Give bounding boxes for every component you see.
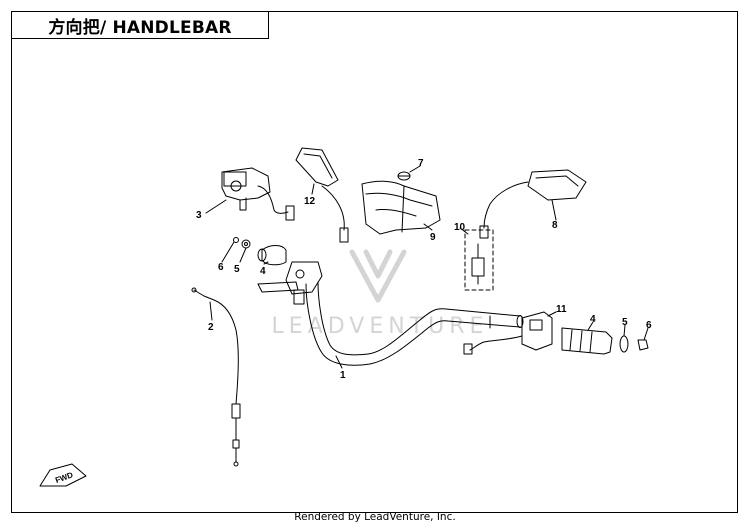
forward-direction-badge: FWD xyxy=(39,463,87,487)
right-switch-housing xyxy=(463,311,553,355)
callout-5-right: 5 xyxy=(622,317,628,328)
end-bolt xyxy=(637,339,649,351)
callout-6-right: 6 xyxy=(646,320,652,331)
watermark-text: LEADVENTURE xyxy=(272,314,489,339)
watermark: LEADVENTURE xyxy=(272,249,489,339)
switch-part xyxy=(464,229,494,291)
callout-9: 9 xyxy=(430,232,436,243)
callout-2: 2 xyxy=(208,322,214,333)
callout-5-left: 5 xyxy=(234,264,240,275)
callout-1: 1 xyxy=(340,370,346,381)
right-mirror xyxy=(479,169,587,239)
callout-11: 11 xyxy=(556,304,567,315)
title-box: 方向把/ HANDLEBAR xyxy=(11,11,269,39)
callout-4-right: 4 xyxy=(590,314,596,325)
grommet xyxy=(397,171,411,181)
watermark-logo-icon xyxy=(349,249,407,303)
page-title: 方向把/ HANDLEBAR xyxy=(48,17,232,38)
callout-7: 7 xyxy=(418,158,424,169)
callout-6-left: 6 xyxy=(218,262,224,273)
callout-12: 12 xyxy=(304,196,316,207)
brake-master-cylinder xyxy=(221,167,295,221)
callout-10: 10 xyxy=(454,222,466,233)
callout-3: 3 xyxy=(196,210,202,221)
throttle-cable xyxy=(191,287,241,467)
callout-labels: 1 2 3 4 5 6 7 8 9 10 11 12 4 5 6 xyxy=(196,158,652,381)
leader-lines xyxy=(205,165,649,369)
left-throttle-assembly xyxy=(233,237,323,305)
right-grip xyxy=(561,327,613,355)
diagram-frame xyxy=(11,11,738,513)
callout-4-left: 4 xyxy=(260,266,266,277)
hand-guard xyxy=(361,180,441,235)
footer-credit: Rendered by LeadVenture, Inc. xyxy=(294,511,456,523)
end-washer xyxy=(619,335,629,353)
left-mirror xyxy=(295,147,349,243)
handlebar-tube xyxy=(305,281,524,366)
callout-8: 8 xyxy=(552,220,558,231)
